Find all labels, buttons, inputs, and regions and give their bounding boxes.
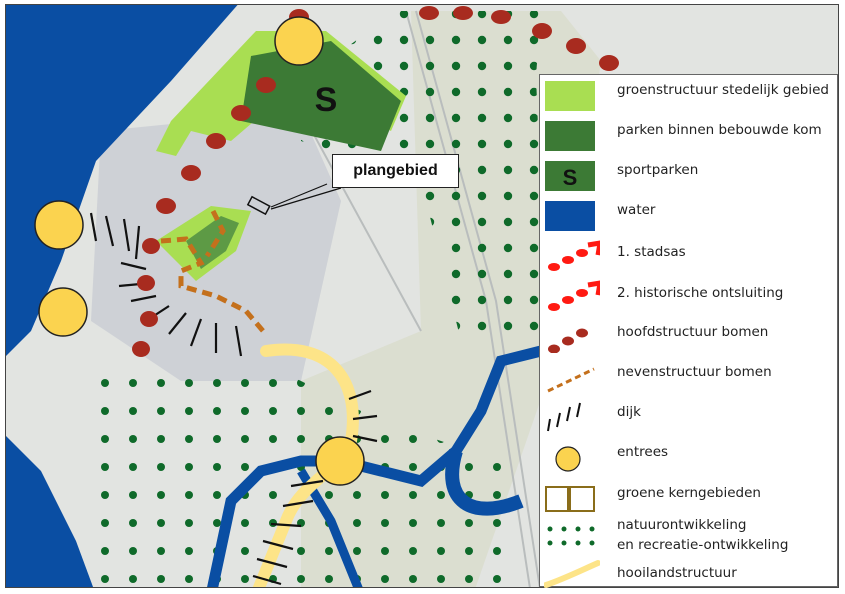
- legend-label-2: en recreatie-ontwikkeling: [617, 537, 789, 553]
- legend: groenstructuur stedelijk gebied parken b…: [539, 74, 839, 588]
- entree-north: [274, 16, 324, 66]
- green-dark-swatch-icon: [545, 121, 595, 151]
- legend-label: water: [617, 202, 656, 218]
- dijk-south: [252, 479, 324, 586]
- sportpark-label: S: [315, 81, 338, 119]
- legend-label: dijk: [617, 404, 641, 420]
- legend-item-hoofdstructuur-bomen: hoofdstructuur bomen: [540, 315, 839, 355]
- legend-label: groene kerngebieden: [617, 485, 761, 501]
- green-light-swatch-icon: [545, 81, 595, 111]
- legend-item-hooilandstructuur: hooilandstructuur: [540, 557, 839, 588]
- channel-pond: [445, 448, 524, 516]
- channel-south: [207, 345, 543, 587]
- legend-item-natuurontwikkeling: natuurontwikkeling en recreatie-ontwikke…: [540, 515, 839, 557]
- dijk-icon: [547, 402, 581, 432]
- entree-west-1: [34, 200, 84, 250]
- plangebied-label: plangebied: [332, 154, 459, 188]
- plangebied-leader-line-2: [270, 183, 328, 208]
- park-plangebied: [186, 216, 239, 269]
- legend-label: nevenstructuur bomen: [617, 364, 772, 380]
- legend-label: groenstructuur stedelijk gebied: [617, 82, 829, 98]
- legend-item-historische-ontsluiting: 2. historische ontsluiting: [540, 275, 839, 315]
- plangebied-leader-line: [270, 187, 342, 210]
- entree-west-2: [38, 287, 88, 337]
- stadsas-icon: [548, 240, 600, 271]
- river-southwest: [6, 436, 94, 587]
- legend-label: hoofdstructuur bomen: [617, 324, 769, 340]
- water-swatch-icon: [545, 201, 595, 231]
- dijk-east: [348, 389, 378, 443]
- entree-icon: [555, 446, 581, 472]
- nevenstructuur-bomen-line: [160, 236, 265, 333]
- legend-item-nevenstructuur-bomen: nevenstructuur bomen: [540, 355, 839, 395]
- sportpark-area: [241, 41, 401, 151]
- legend-label: hooilandstructuur: [617, 565, 737, 581]
- nevenstructuur-bomen-icon: [547, 367, 595, 393]
- legend-label: parken binnen bebouwde kom: [617, 122, 822, 138]
- legend-item-stadsas: 1. stadsas: [540, 235, 839, 275]
- legend-label: natuurontwikkeling: [617, 517, 747, 533]
- nevenstructuur-bomen-line-2: [204, 209, 226, 258]
- legend-item-dijk: dijk: [540, 395, 839, 435]
- hooilandstructuur-icon: [544, 560, 600, 588]
- legend-label: 2. historische ontsluiting: [617, 285, 784, 301]
- entrees: [34, 16, 365, 486]
- groene-kerngebieden-icon: [545, 486, 595, 512]
- plangebied-marker: [246, 195, 271, 216]
- natuurontwikkeling-icon: [547, 526, 595, 546]
- legend-label: 1. stadsas: [617, 244, 686, 260]
- river-west: [6, 5, 238, 356]
- legend-item-groenstructuur: groenstructuur stedelijk gebied: [540, 75, 839, 115]
- legend-label: entrees: [617, 444, 669, 460]
- legend-item-parken: parken binnen bebouwde kom: [540, 115, 839, 155]
- legend-item-sportparken: S sportparken: [540, 155, 839, 195]
- legend-label: sportparken: [617, 162, 699, 178]
- historische-ontsluiting-icon: [548, 280, 600, 311]
- entree-south: [315, 436, 365, 486]
- hoofdstructuur-bomen-icon: [548, 328, 588, 353]
- legend-item-groene-kerngebieden: groene kerngebieden: [540, 475, 839, 515]
- legend-item-water: water: [540, 195, 839, 235]
- sportpark-swatch-icon: S: [545, 161, 595, 191]
- legend-item-entrees: entrees: [540, 435, 839, 475]
- sportpark-swatch-text: S: [563, 165, 578, 190]
